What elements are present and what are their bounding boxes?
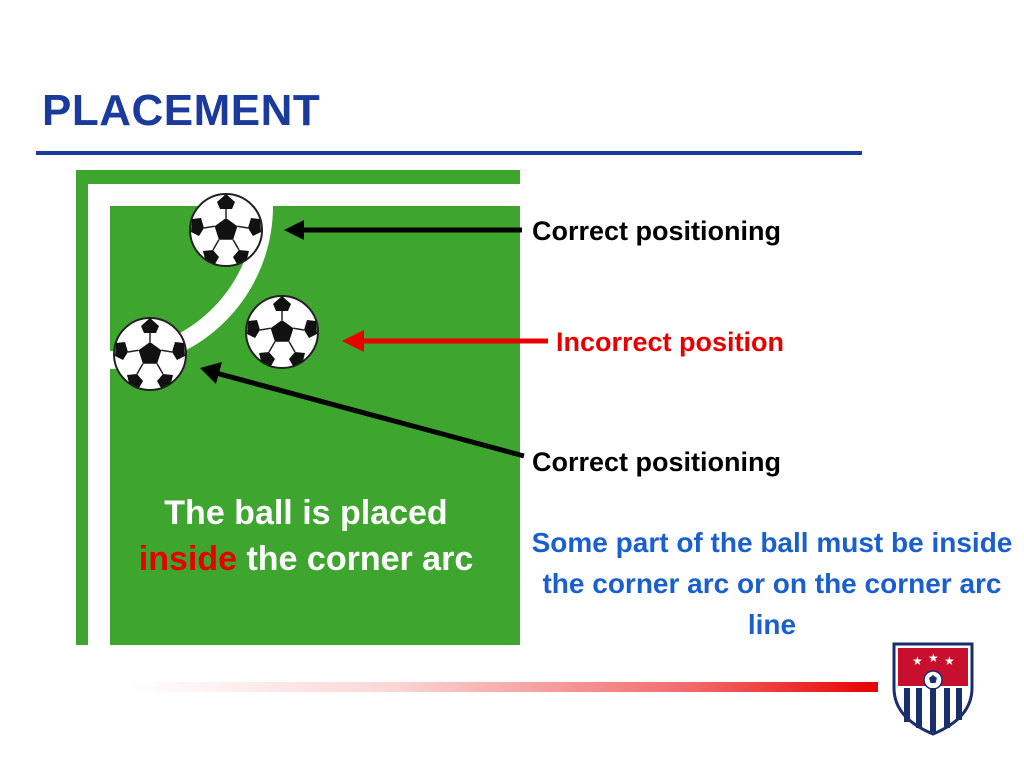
svg-text:★: ★ [944, 654, 955, 668]
slide-title: PLACEMENT [42, 86, 321, 135]
rule-note: Some part of the ball must be inside the… [531, 527, 1013, 640]
footer-gradient-bar [130, 682, 878, 692]
label-correct-top: Correct positioning [532, 216, 781, 246]
field-caption-highlight: inside [138, 540, 238, 578]
title-divider [36, 151, 862, 155]
field-caption: The ball is placed inside the corner arc [96, 490, 516, 582]
label-incorrect: Incorrect position [556, 327, 785, 357]
field-caption-line2: inside the corner arc [96, 536, 516, 582]
soccer-ball-icon [189, 193, 263, 267]
svg-text:★: ★ [928, 651, 939, 665]
svg-text:★: ★ [912, 654, 923, 668]
goal-line [88, 184, 520, 206]
field-caption-rest: the corner arc [237, 540, 474, 578]
us-soccer-crest-icon: ★ ★ ★ [892, 642, 974, 736]
label-correct-bottom: Correct positioning [532, 447, 781, 477]
soccer-ball-icon [113, 317, 187, 391]
touch-line [88, 184, 110, 645]
field-caption-line1: The ball is placed [164, 494, 448, 532]
soccer-ball-icon [245, 295, 319, 369]
